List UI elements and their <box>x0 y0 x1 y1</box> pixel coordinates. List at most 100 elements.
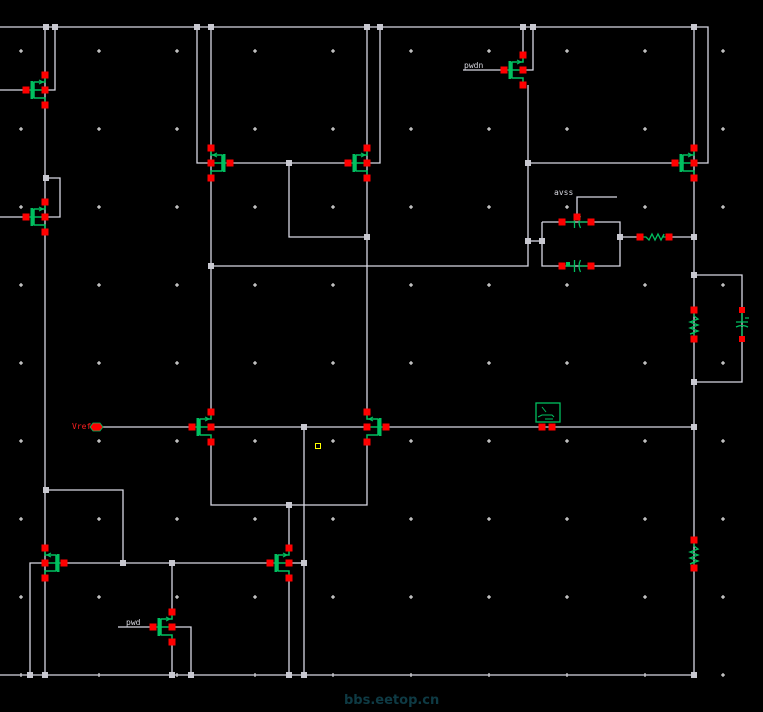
transistor-m4-pin[interactable] <box>363 174 371 182</box>
wire-junction[interactable] <box>691 672 697 678</box>
resistor-r3-pin[interactable] <box>690 536 698 544</box>
transistor-m3-pin[interactable] <box>207 144 215 152</box>
transistor-m5-pin[interactable] <box>690 159 698 167</box>
vref-pin-icon[interactable] <box>89 422 104 432</box>
transistor-m5-symbol[interactable] <box>675 148 695 178</box>
transistor-m5-pin[interactable] <box>671 159 679 167</box>
transistor-pwd-pin[interactable] <box>168 608 176 616</box>
wire-junction[interactable] <box>301 560 307 566</box>
wire-junction[interactable] <box>43 24 49 30</box>
wire[interactable] <box>288 163 367 238</box>
capacitor-c2-pin[interactable] <box>558 262 566 270</box>
transistor-m4-pin[interactable] <box>363 159 371 167</box>
capacitor-c1-bulk-pin[interactable] <box>573 213 581 221</box>
wire-junction[interactable] <box>691 424 697 430</box>
wire-junction[interactable] <box>194 24 200 30</box>
wire-junction[interactable] <box>691 379 697 385</box>
wire[interactable] <box>523 27 534 71</box>
transistor-m3-pin[interactable] <box>226 159 234 167</box>
wire-junction[interactable] <box>169 672 175 678</box>
transistor-m2-pin[interactable] <box>22 213 30 221</box>
wire-junction[interactable] <box>188 672 194 678</box>
transistor-m7-pin[interactable] <box>363 423 371 431</box>
wire[interactable] <box>46 489 124 563</box>
capacitor-c1-pin[interactable] <box>558 218 566 226</box>
transistor-m6-pin[interactable] <box>207 438 215 446</box>
wire-junction[interactable] <box>539 238 545 244</box>
wire-junction[interactable] <box>169 560 175 566</box>
wire[interactable] <box>196 27 211 164</box>
resistor-r1-pin[interactable] <box>636 233 644 241</box>
transistor-m6-pin[interactable] <box>188 423 196 431</box>
transistor-m6-symbol[interactable] <box>192 412 212 442</box>
wire-junction[interactable] <box>301 672 307 678</box>
wire-junction[interactable] <box>42 672 48 678</box>
transistor-m7-pin[interactable] <box>363 438 371 446</box>
wire[interactable] <box>45 27 56 91</box>
transistor-pwdn-pin[interactable] <box>519 51 527 59</box>
transistor-pwdn-pin[interactable] <box>519 81 527 89</box>
transistor-m6-pin[interactable] <box>207 408 215 416</box>
transistor-m8-pin[interactable] <box>41 559 49 567</box>
probe-pin[interactable] <box>538 423 546 431</box>
transistor-m3-pin[interactable] <box>207 159 215 167</box>
probe-pin[interactable] <box>548 423 556 431</box>
transistor-m2-pin[interactable] <box>41 198 49 206</box>
transistor-m7-pin[interactable] <box>382 423 390 431</box>
wire-junction[interactable] <box>286 502 292 508</box>
transistor-pwd-pin[interactable] <box>149 623 157 631</box>
capacitor-c3[interactable] <box>735 310 749 339</box>
resistor-r2-pin[interactable] <box>690 306 698 314</box>
resistor-r3[interactable] <box>688 540 700 568</box>
transistor-m2-pin[interactable] <box>41 213 49 221</box>
capacitor-c3-pin[interactable] <box>739 336 745 342</box>
wire-junction[interactable] <box>120 560 126 566</box>
pin-label-vref[interactable]: Vref <box>72 422 92 431</box>
transistor-m8-pin[interactable] <box>60 559 68 567</box>
transistor-m8-pin[interactable] <box>41 574 49 582</box>
net-label-pwd[interactable]: pwd <box>126 618 141 627</box>
transistor-m8-symbol[interactable] <box>44 548 64 578</box>
transistor-m1-pin[interactable] <box>41 101 49 109</box>
resistor-r1-pin[interactable] <box>665 233 673 241</box>
transistor-m6-pin[interactable] <box>207 423 215 431</box>
wire-junction[interactable] <box>43 487 49 493</box>
transistor-pwd-symbol[interactable] <box>153 612 173 642</box>
transistor-m5-pin[interactable] <box>690 174 698 182</box>
transistor-m1-symbol[interactable] <box>26 75 46 105</box>
capacitor-c1[interactable] <box>562 215 591 229</box>
wire-junction[interactable] <box>525 160 531 166</box>
transistor-m9-pin[interactable] <box>285 544 293 552</box>
transistor-m1-pin[interactable] <box>41 86 49 94</box>
net-label-pwdn[interactable]: pwdn <box>464 61 484 70</box>
wire-junction[interactable] <box>301 424 307 430</box>
capacitor-c2-pin[interactable] <box>587 262 595 270</box>
wire[interactable] <box>541 221 621 267</box>
transistor-m4-pin[interactable] <box>344 159 352 167</box>
wire[interactable] <box>211 85 529 267</box>
resistor-r2[interactable] <box>688 310 700 339</box>
wire-junction[interactable] <box>43 175 49 181</box>
wire-junction[interactable] <box>364 24 370 30</box>
transistor-m7-pin[interactable] <box>363 408 371 416</box>
wire-junction[interactable] <box>691 24 697 30</box>
capacitor-c3-pin[interactable] <box>739 307 745 313</box>
transistor-m3-pin[interactable] <box>207 174 215 182</box>
transistor-m9-pin[interactable] <box>285 574 293 582</box>
transistor-m1-pin[interactable] <box>41 71 49 79</box>
transistor-m4-pin[interactable] <box>363 144 371 152</box>
wire[interactable] <box>367 27 381 164</box>
transistor-m2-pin[interactable] <box>41 228 49 236</box>
wire[interactable] <box>210 441 368 506</box>
wire-junction[interactable] <box>208 24 214 30</box>
transistor-m9-pin[interactable] <box>285 559 293 567</box>
transistor-m8-pin[interactable] <box>41 544 49 552</box>
wire-junction[interactable] <box>52 24 58 30</box>
wire[interactable] <box>45 177 61 218</box>
wire-junction[interactable] <box>530 24 536 30</box>
wire-junction[interactable] <box>286 160 292 166</box>
wire[interactable] <box>172 626 192 675</box>
wire[interactable] <box>0 26 709 164</box>
wire-junction[interactable] <box>617 234 623 240</box>
